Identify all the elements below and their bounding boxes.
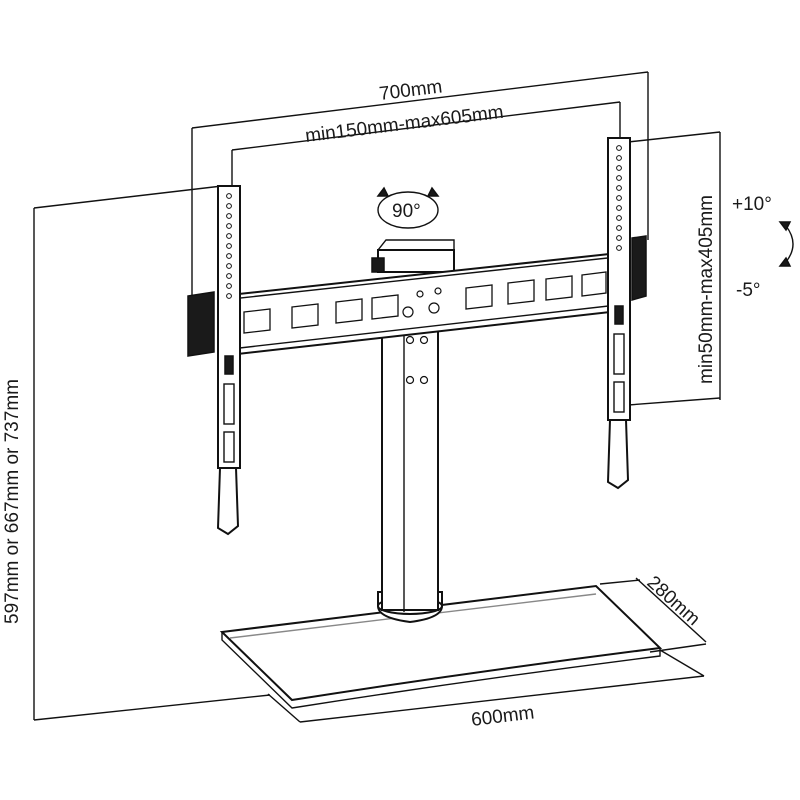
tilt-up-label: +10° [732, 194, 772, 215]
total-height-label: 597mm or 667mm or 737mm [2, 379, 23, 624]
dimension-lines [33, 71, 721, 723]
tilt-indicator [778, 221, 794, 267]
left-vertical-arm [187, 185, 241, 536]
vesa-width-label: min150mm-max605mm [304, 102, 505, 147]
right-vertical-arm [606, 137, 647, 490]
base-depth-label: 280mm [643, 572, 704, 630]
swivel-label: 90° [392, 201, 421, 222]
swivel-bracket [371, 239, 455, 273]
tilt-down-label: -5° [736, 280, 761, 301]
vesa-height-label: min50mm-max405mm [696, 195, 717, 384]
base-width-label: 600mm [470, 702, 535, 731]
swivel-indicator [376, 186, 440, 229]
stand-column [377, 317, 443, 624]
total-width-label: 700mm [378, 76, 443, 105]
